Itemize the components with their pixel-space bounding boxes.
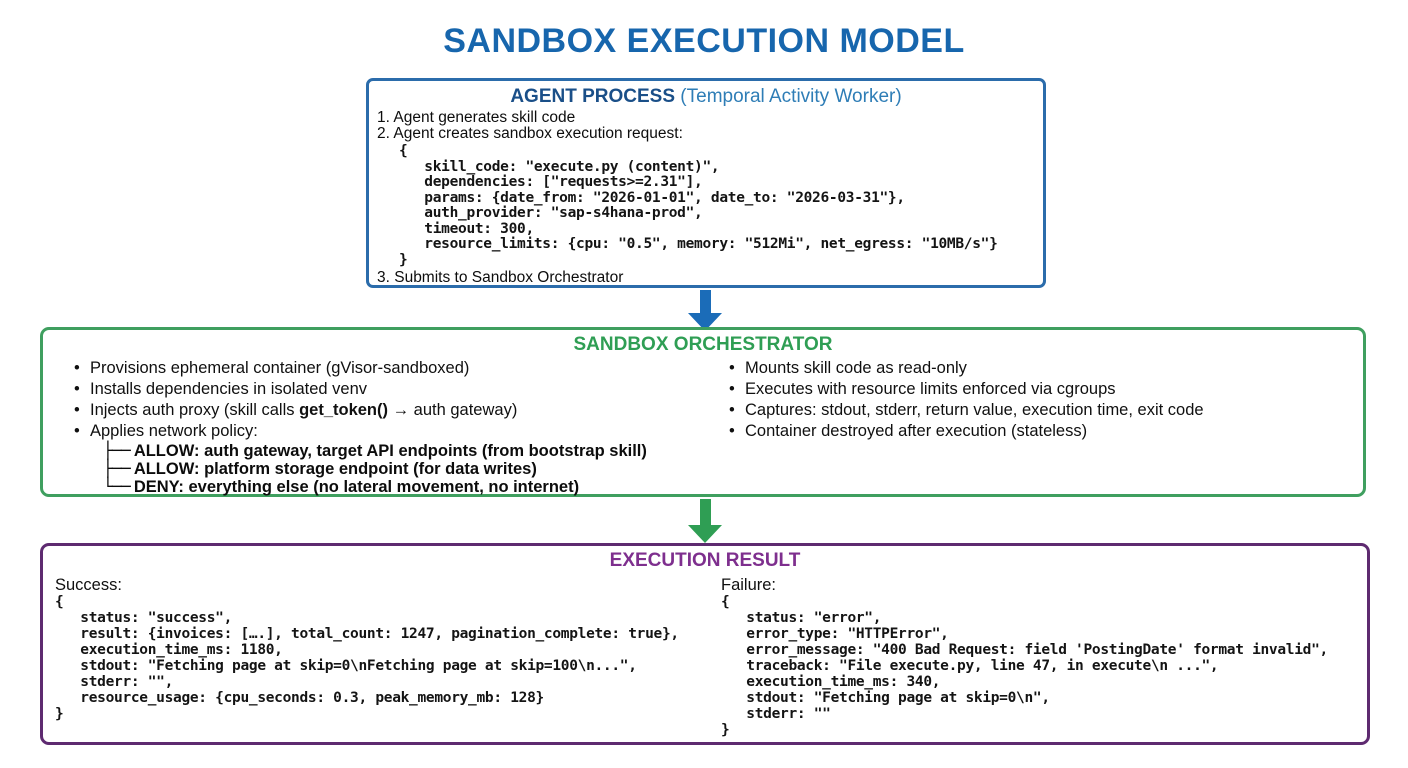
agent-step-3: 3. Submits to Sandbox Orchestrator <box>377 269 624 286</box>
success-label: Success: <box>55 576 122 594</box>
orchestrator-left-bullets: Provisions ephemeral container (gVisor-s… <box>73 358 647 442</box>
arrow-down-icon <box>688 525 722 543</box>
sandbox-orchestrator-box: SANDBOX ORCHESTRATOR Provisions ephemera… <box>40 327 1366 497</box>
tree-branch-icon: ├── <box>103 441 131 460</box>
bullet-installs: Installs dependencies in isolated venv <box>73 379 647 400</box>
agent-process-header-main: AGENT PROCESS <box>510 86 676 107</box>
agent-step-1: 1. Agent generates skill code <box>377 109 576 126</box>
diagram-title: SANDBOX EXECUTION MODEL <box>443 22 965 60</box>
agent-process-header: AGENT PROCESS (Temporal Activity Worker) <box>377 86 1035 108</box>
bullet-mounts: Mounts skill code as read-only <box>728 358 1204 379</box>
bullet-injects: Injects auth proxy (skill calls get_toke… <box>73 400 647 421</box>
tree-branch-icon: ├── <box>103 459 131 478</box>
failure-label: Failure: <box>721 576 777 594</box>
orchestrator-left-column: Provisions ephemeral container (gVisor-s… <box>73 358 647 496</box>
inject-bold: get_token() <box>299 401 388 419</box>
inject-pre: Injects auth proxy (skill calls <box>90 401 300 419</box>
bullet-captures: Captures: stdout, stderr, return value, … <box>728 400 1204 421</box>
arrow-down-icon <box>688 313 722 331</box>
policy-deny-text: DENY: everything else (no lateral moveme… <box>133 478 580 496</box>
orchestrator-right-column: Mounts skill code as read-only Executes … <box>728 358 1204 442</box>
inject-post: → auth gateway) <box>388 401 518 419</box>
execution-result-box: EXECUTION RESULT Success: { status: "suc… <box>40 543 1370 745</box>
agent-process-box: AGENT PROCESS (Temporal Activity Worker)… <box>366 78 1046 288</box>
execution-result-header: EXECUTION RESULT <box>609 550 801 571</box>
agent-step-2: 2. Agent creates sandbox execution reque… <box>377 125 683 142</box>
tree-end-icon: └── <box>103 477 131 496</box>
success-column: Success: { status: "success", result: {i… <box>55 576 679 722</box>
bullet-destroyed: Container destroyed after execution (sta… <box>728 421 1204 442</box>
orchestrator-header: SANDBOX ORCHESTRATOR <box>573 334 833 355</box>
failure-column: Failure: { status: "error", error_type: … <box>721 576 1328 738</box>
orchestrator-right-bullets: Mounts skill code as read-only Executes … <box>728 358 1204 442</box>
success-result-code: { status: "success", result: {invoices: … <box>55 594 679 722</box>
arrow-shaft <box>699 499 711 525</box>
policy-allow-1: ├──ALLOW: auth gateway, target API endpo… <box>103 441 647 461</box>
policy-allow-1-text: ALLOW: auth gateway, target API endpoint… <box>133 442 647 460</box>
agent-process-header-sub: (Temporal Activity Worker) <box>675 86 902 107</box>
arrow-shaft <box>699 290 711 313</box>
policy-deny: └──DENY: everything else (no lateral mov… <box>103 477 647 497</box>
bullet-network-policy: Applies network policy: <box>73 421 647 442</box>
bullet-provisions: Provisions ephemeral container (gVisor-s… <box>73 358 647 379</box>
failure-result-code: { status: "error", error_type: "HTTPErro… <box>721 594 1328 738</box>
flow-arrow-agent-to-orchestrator <box>688 290 722 331</box>
flow-arrow-orchestrator-to-result <box>688 499 722 543</box>
sandbox-request-code: { skill_code: "execute.py (content)", de… <box>399 143 998 268</box>
policy-allow-2: ├──ALLOW: platform storage endpoint (for… <box>103 459 647 479</box>
bullet-executes: Executes with resource limits enforced v… <box>728 379 1204 400</box>
policy-allow-2-text: ALLOW: platform storage endpoint (for da… <box>133 460 537 478</box>
